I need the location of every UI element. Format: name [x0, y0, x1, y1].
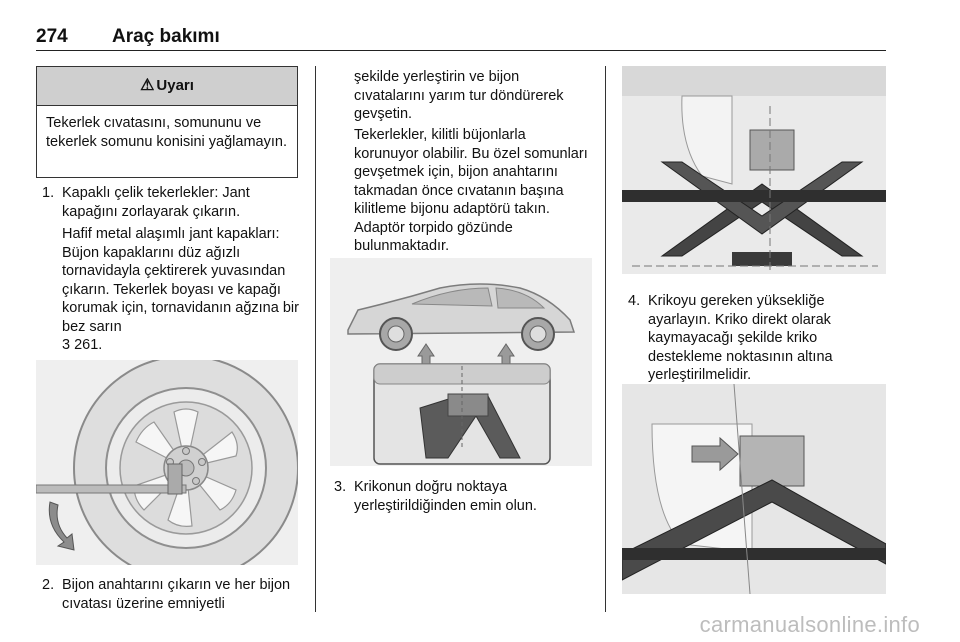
- step-1: 1. Kapaklı çelik tekerlekler: Jant kapağ…: [42, 184, 302, 221]
- column-divider-2: [605, 66, 606, 612]
- page-title: Araç bakımı: [112, 26, 220, 47]
- step-2-text: Bijon anahtarını çıkarın ve her bijon cı…: [62, 577, 291, 612]
- warning-box: ⚠Uyarı Tekerlek cıvatasını, somununu ve …: [36, 66, 298, 178]
- step-1-paragraph-text: Hafif metal alaşımlı jant kapakları: Büj…: [62, 226, 299, 335]
- warning-triangle-icon: ⚠: [140, 77, 155, 94]
- wheel-drawing: [36, 360, 298, 565]
- car-drawing: [330, 258, 592, 466]
- wheel-illustration: [36, 360, 298, 565]
- column-divider-1: [315, 66, 316, 612]
- jack-drawing-2: [622, 384, 886, 594]
- step-2-continued: şekilde yerleştirin ve bijon cıvataların…: [354, 69, 564, 122]
- step-4: 4. Krikoyu gereken yüksekliğe ayarlayın.…: [628, 292, 886, 385]
- step-2: 2. Bijon anahtarını çıkarın ve her bijon…: [42, 576, 302, 613]
- step-3-number: 3.: [334, 479, 347, 495]
- step-3-text: Krikonun doğru noktaya yerleştirildiğind…: [354, 479, 537, 514]
- header-rule: [36, 50, 886, 51]
- footer-watermark: carmanualsonline.info: [699, 612, 920, 637]
- step-1-paragraph: Hafif metal alaşımlı jant kapakları: Büj…: [62, 225, 302, 355]
- step-1-number: 1.: [42, 185, 55, 201]
- locking-bolts-paragraph: Tekerlekler, kilitli büjonlarla korunuyo…: [354, 127, 588, 254]
- step-2-number: 2.: [42, 577, 55, 593]
- warning-title: Uyarı: [156, 77, 194, 94]
- page-ref-icon: 3: [62, 337, 71, 353]
- warning-header: ⚠Uyarı: [37, 67, 297, 106]
- jack-drawing-1: [622, 66, 886, 274]
- step-4-text: Krikoyu gereken yüksekliğe ayarlayın. Kr…: [648, 293, 833, 383]
- page-number: 274: [36, 26, 68, 47]
- step-4-number: 4.: [628, 293, 641, 309]
- page-ref-link[interactable]: 261.: [74, 337, 103, 353]
- warning-body: Tekerlek cıvatasını, somununu ve tekerle…: [46, 115, 287, 150]
- step-3: 3. Krikonun doğru noktaya yerleştirildiğ…: [334, 478, 596, 515]
- car-jack-points-illustration: [330, 258, 592, 466]
- jack-support-illustration: [622, 384, 886, 594]
- step-1-text: Kapaklı çelik tekerlekler: Jant kapağını…: [62, 185, 250, 220]
- jack-position-illustration: [622, 66, 886, 274]
